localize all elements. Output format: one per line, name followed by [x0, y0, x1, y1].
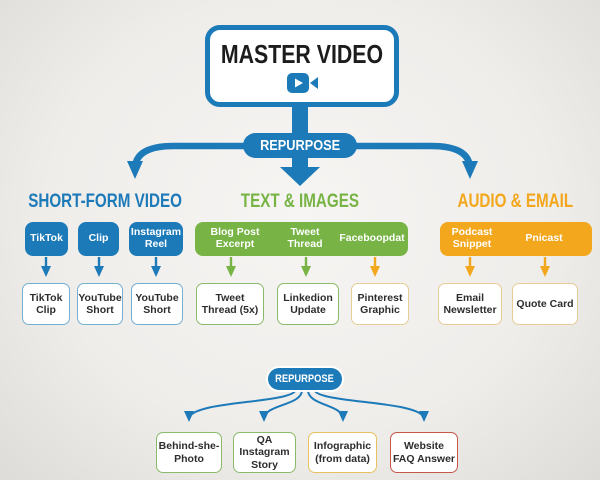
- source-node-podcast-snippet: Podcast Snippet: [451, 226, 493, 250]
- output-node-behind-she-photo: Behind-she- Photo: [156, 432, 222, 473]
- output-node-email-newsletter: Email Newsletter: [438, 283, 502, 325]
- output-node-youtube-short-2: YouTube Short: [131, 283, 183, 325]
- output-node-qa-instagram-story: QA Instagram Story: [233, 432, 296, 473]
- output-node-quote-card: Quote Card: [512, 283, 578, 325]
- output-node-tiktok-clip: TikTok Clip: [22, 283, 70, 325]
- master-video-title: MASTER VIDEO: [220, 38, 384, 69]
- output-node-infographic-from-data: Infographic (from data): [308, 432, 377, 473]
- short-form-video-label: SHORT-FORM VIDEO: [28, 191, 182, 212]
- text-images-label: TEXT & IMAGES: [240, 191, 360, 212]
- section-header-text-images: TEXT & IMAGES: [210, 191, 390, 213]
- section-header-audio-email: AUDIO & EMAIL: [420, 191, 600, 213]
- master-video-node: MASTER VIDEO: [205, 25, 399, 107]
- repurpose-bottom-label: REPURPOSE: [275, 373, 335, 385]
- source-node-pnicast: Pnicast: [525, 232, 563, 245]
- source-node-clip: Clip: [78, 222, 119, 256]
- repurpose-top-pill: REPURPOSE: [243, 133, 357, 158]
- output-node-pinterest-graphic: Pinterest Graphic: [351, 283, 409, 325]
- repurpose-bottom-pill: REPURPOSE: [268, 368, 342, 390]
- source-node-tweet-thread: Tweet Thread: [287, 226, 323, 250]
- video-camera-icon: [287, 72, 318, 93]
- output-node-youtube-short-1: YouTube Short: [77, 283, 123, 325]
- source-node-blog-post-excerpt: Blog Post Excerpt: [210, 226, 260, 250]
- repurpose-top-label: REPURPOSE: [259, 137, 341, 154]
- audio-email-source-bar: Podcast Snippet Pnicast: [440, 222, 592, 256]
- source-node-faceboopdat: Faceboopdat: [339, 232, 405, 245]
- section-header-short-form-video: SHORT-FORM VIDEO: [15, 191, 195, 213]
- output-node-linkedion-update: Linkedion Update: [277, 283, 339, 325]
- source-node-instagram-reel: Instagram Reel: [129, 222, 183, 256]
- source-node-tiktok: TikTok: [25, 222, 68, 256]
- output-node-website-faq-answer: Website FAQ Answer: [390, 432, 458, 473]
- output-node-tweet-thread-5x: Tweet Thread (5x): [196, 283, 264, 325]
- audio-email-label: AUDIO & EMAIL: [457, 191, 573, 212]
- text-images-source-bar: Blog Post Excerpt Tweet Thread Faceboopd…: [195, 222, 408, 256]
